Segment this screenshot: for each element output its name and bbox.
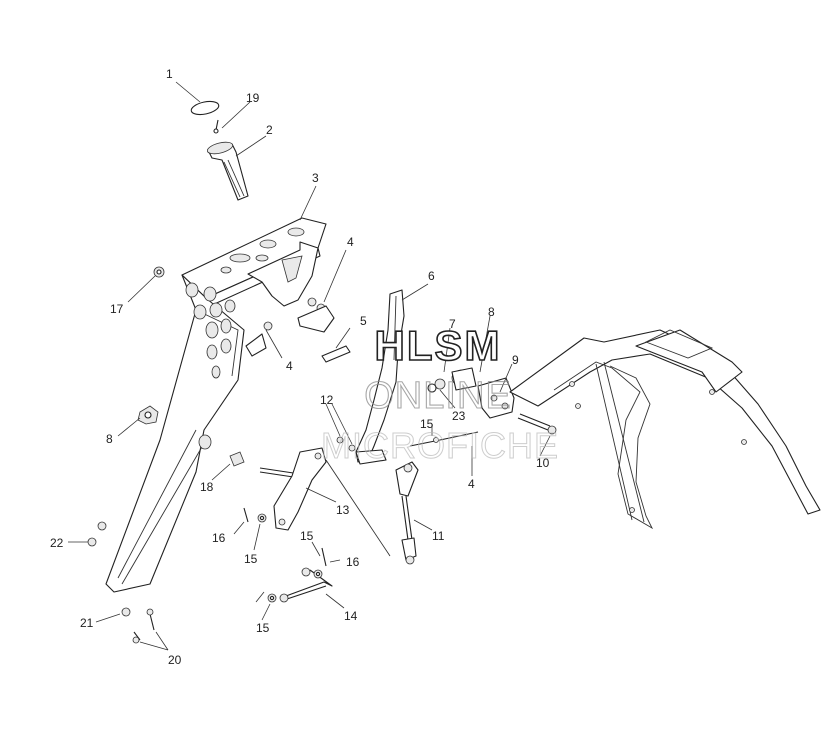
part-bellcrank-13 [259, 447, 327, 531]
part-pivot-assembly [427, 367, 515, 419]
callout-18: 18 [200, 480, 214, 494]
callout-6: 6 [428, 269, 435, 283]
callout-5: 5 [360, 314, 367, 328]
callout-12: 12 [320, 393, 334, 407]
part-nut-17 [153, 266, 165, 278]
part-screw-19 [213, 119, 219, 134]
callout-22: 22 [50, 536, 64, 550]
part-washer-18 [229, 451, 245, 467]
callout-15-right: 15 [300, 529, 314, 543]
callout-20: 20 [168, 653, 182, 667]
callout-15-bottom: 15 [256, 621, 270, 635]
leader-lines [68, 81, 551, 651]
callout-2: 2 [266, 123, 273, 137]
callout-15-top: 15 [420, 417, 434, 431]
part-bolt-4-upper [297, 297, 335, 333]
callout-7: 7 [449, 317, 456, 331]
part-handle-bracket [105, 217, 327, 593]
part-cap [190, 100, 220, 116]
part-bolt-10 [517, 413, 557, 435]
callout-19: 19 [246, 91, 260, 105]
part-hardware-20-21-22 [87, 521, 155, 644]
part-bolt-4-lower [245, 321, 273, 357]
watermark: HLSM ONLINE MICROFICHE [321, 321, 559, 466]
part-fitting-12 [336, 431, 479, 452]
callout-1: 1 [166, 67, 173, 81]
part-rod-14 [279, 567, 333, 603]
callout-8-left: 8 [106, 432, 113, 446]
part-fasteners-15-16 [243, 507, 327, 603]
callout-4-top: 4 [347, 235, 354, 249]
callout-21: 21 [80, 616, 94, 630]
callout-labels: 1 19 2 3 4 17 4 5 6 7 8 9 23 12 15 10 8 … [50, 67, 550, 667]
part-nut-8-left [137, 405, 159, 425]
callout-15-left: 15 [244, 552, 258, 566]
callout-4-middle: 4 [286, 359, 293, 373]
part-chassis-frame [509, 329, 821, 530]
part-pin-5 [321, 345, 351, 363]
watermark-line-2: ONLINE [364, 375, 511, 417]
callout-11: 11 [432, 529, 445, 543]
callout-17: 17 [110, 302, 124, 316]
callout-9: 9 [512, 353, 519, 367]
callout-14: 14 [344, 609, 358, 623]
callout-16-right: 16 [346, 555, 360, 569]
part-shift-lever-6 [355, 289, 405, 465]
watermark-line-3: MICROFICHE [321, 425, 559, 466]
part-rod-11 [325, 459, 419, 565]
part-knob [206, 141, 249, 201]
watermark-line-1: HLSM [375, 322, 502, 369]
callout-10: 10 [536, 456, 550, 470]
callout-16-left: 16 [212, 531, 226, 545]
callout-4-bottom: 4 [468, 477, 475, 491]
callout-3: 3 [312, 171, 319, 185]
callout-8-right: 8 [488, 305, 495, 319]
callout-23: 23 [452, 409, 466, 423]
callout-13: 13 [336, 503, 350, 517]
